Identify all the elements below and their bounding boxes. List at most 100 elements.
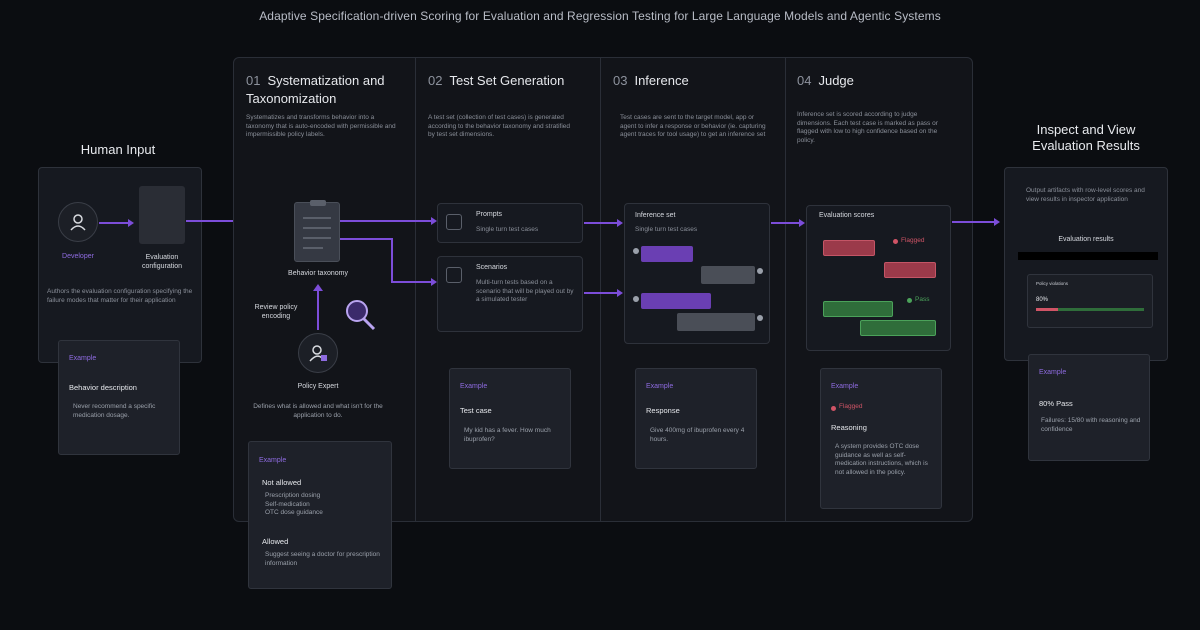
example-body: Failures: 15/80 with reasoning and confi… <box>1041 417 1141 433</box>
prompt-bubble <box>641 293 711 309</box>
example-body: My kid has a fever. How much ibuprofen? <box>464 427 551 443</box>
inference-to-judge-connector <box>771 222 801 224</box>
inference-set-title: Inference set <box>635 212 676 219</box>
example-body: Never recommend a specific medication do… <box>73 403 156 419</box>
flagged-prompt-bar <box>823 240 875 256</box>
pass-progress-bar <box>1036 308 1144 311</box>
person-icon <box>70 214 86 231</box>
shield-person-icon <box>309 345 327 362</box>
results-mini-panel: Policy violations 80% <box>1027 274 1153 328</box>
chat-bubble-icon <box>446 214 462 230</box>
stage-01-example-card: Example Not allowed Prescription dosing … <box>248 441 392 589</box>
stage-divider <box>785 58 786 521</box>
stage-02-heading: 02 Test Set Generation <box>428 72 598 90</box>
user-dot <box>633 248 639 254</box>
example-tag: Example <box>831 383 859 390</box>
taxonomy-to-scenarios-connector <box>340 238 392 240</box>
stage-02-example-card: Example Test case My kid has a fever. Ho… <box>449 368 571 469</box>
not-allowed-item: Prescription dosing <box>265 492 321 499</box>
document-icon <box>139 186 185 244</box>
example-title: Reasoning <box>831 423 867 432</box>
arrow-icon <box>617 219 623 227</box>
allowed-item: Suggest seeing a doctor for prescription… <box>265 551 380 567</box>
policy-expert-avatar <box>298 333 338 373</box>
evaluation-scores-title: Evaluation scores <box>819 212 875 219</box>
stage-04-heading: 04 Judge <box>797 72 967 90</box>
chat-bubbles-icon <box>446 267 462 283</box>
prompts-to-inference-connector <box>584 222 620 224</box>
stage-03-heading: 03 Inference <box>613 72 783 90</box>
example-flag: Flagged <box>839 403 863 410</box>
pass-prompt-bar <box>823 301 893 317</box>
developer-label: Developer <box>62 253 94 260</box>
stage-03-description: Test cases are sent to the target model,… <box>620 114 766 139</box>
pass-label: Pass <box>915 296 930 303</box>
stage-01-description: Systematizes and transforms behavior int… <box>246 114 396 139</box>
diagram-title: Adaptive Specification-driven Scoring fo… <box>259 9 941 23</box>
not-allowed-title: Not allowed <box>262 478 302 487</box>
flag-dot-icon <box>831 406 836 411</box>
taxonomy-label: Behavior taxonomy <box>288 270 348 277</box>
user-dot <box>633 296 639 302</box>
results-example-card: Example 80% Pass Failures: 15/80 with re… <box>1028 354 1150 461</box>
stage-04-description: Inference set is scored according to jud… <box>797 111 938 145</box>
judge-to-results-connector <box>952 221 996 223</box>
example-title: Test case <box>460 406 492 415</box>
prompts-title: Prompts <box>476 211 503 218</box>
arrow-icon <box>617 289 623 297</box>
taxonomy-to-prompts-connector <box>340 220 435 222</box>
stage-number: 02 <box>428 73 443 88</box>
example-tag: Example <box>69 355 97 362</box>
fail-progress-bar <box>1036 308 1058 311</box>
example-body: Give 400mg of ibuprofen every 4 hours. <box>650 427 745 443</box>
arrow-icon <box>799 219 805 227</box>
stage-02-description: A test set (collection of test cases) is… <box>428 114 571 139</box>
results-heading: Inspect and View Evaluation Results <box>1032 122 1140 153</box>
example-tag: Example <box>1039 369 1067 376</box>
pass-response-bar <box>860 320 936 336</box>
flagged-response-bar <box>884 262 936 278</box>
connector-horizontal <box>391 281 435 283</box>
policy-expert-description: Defines what is allowed and what isn't f… <box>253 403 383 419</box>
dev-to-config-connector <box>99 222 129 224</box>
mini-panel-title: Policy violations <box>1036 281 1069 286</box>
allowed-title: Allowed <box>262 537 289 546</box>
not-allowed-item: Self-medication <box>265 500 310 508</box>
pass-dot-icon <box>907 298 912 303</box>
stage-divider <box>415 58 416 521</box>
stage-title: Judge <box>818 73 854 88</box>
example-body: A system provides OTC dose guidance as w… <box>835 443 928 476</box>
stage-title: Inference <box>634 73 689 88</box>
review-label: Review policy encoding <box>254 304 298 320</box>
stage-number: 03 <box>613 73 628 88</box>
inference-set-description: Single turn test cases <box>635 226 698 233</box>
human-input-description: Authors the evaluation configuration spe… <box>47 288 193 304</box>
stage-divider <box>600 58 601 521</box>
stage-number: 04 <box>797 73 812 88</box>
prompt-bubble <box>641 246 693 262</box>
arrow-icon <box>994 218 1000 226</box>
stage-title: Test Set Generation <box>449 73 565 88</box>
response-bubble <box>701 266 755 284</box>
human-input-heading: Human Input <box>80 142 156 157</box>
scenarios-to-inference-connector <box>584 292 620 294</box>
example-tag: Example <box>259 457 287 464</box>
policy-expert-label: Policy Expert <box>297 383 339 390</box>
stage-04-example-card: Example Flagged Reasoning A system provi… <box>820 368 942 509</box>
model-dot <box>757 268 763 274</box>
review-connector <box>317 290 319 330</box>
clipboard-icon <box>294 200 340 262</box>
stage-number: 01 <box>246 73 261 88</box>
magnifier-icon <box>342 297 378 333</box>
prompts-card: Prompts Single turn test cases <box>437 203 583 243</box>
results-bar <box>1018 252 1158 260</box>
human-example-card: Example Behavior description Never recom… <box>58 340 180 455</box>
example-title: Response <box>646 406 680 415</box>
example-tag: Example <box>646 383 674 390</box>
results-description: Output artifacts with row-level scores a… <box>1026 187 1145 203</box>
not-allowed-item: OTC dose guidance <box>265 509 323 516</box>
arrow-up-icon <box>313 284 323 291</box>
prompts-description: Single turn test cases <box>476 226 539 233</box>
evaluation-scores-card: Evaluation scores Flagged Pass <box>806 205 951 351</box>
